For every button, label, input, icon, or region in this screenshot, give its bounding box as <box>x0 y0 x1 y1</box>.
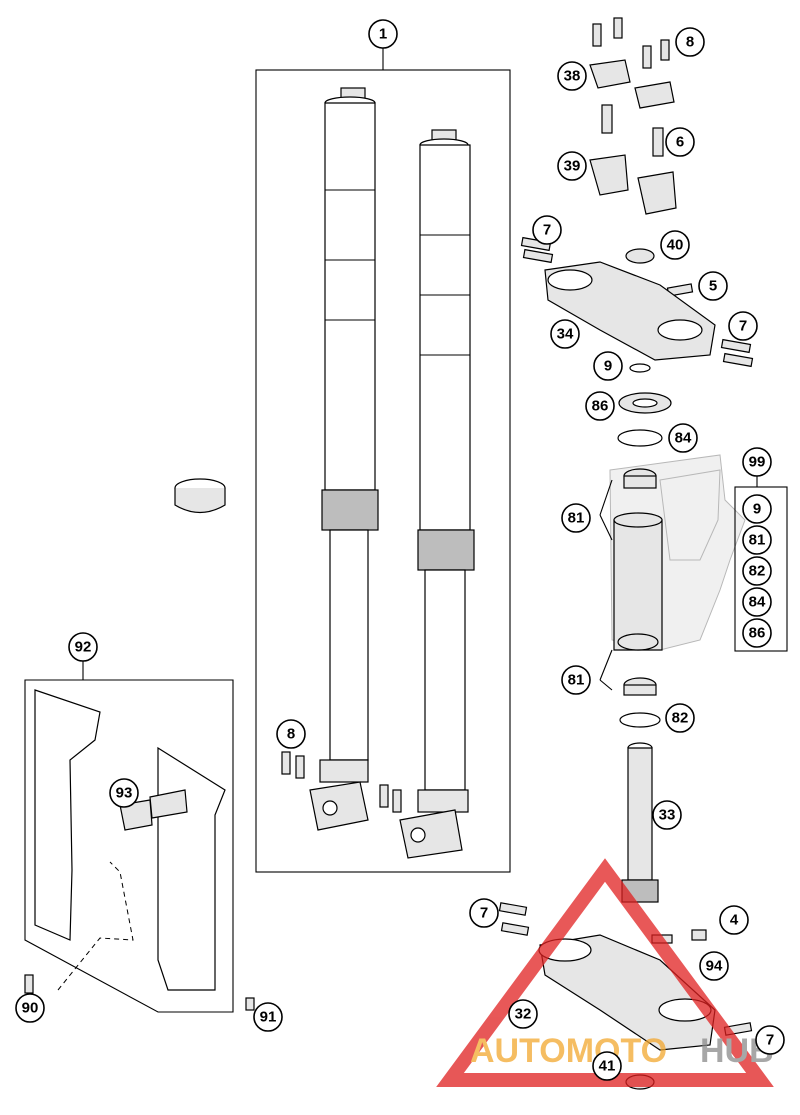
frame-steering-head <box>609 454 746 651</box>
fork-ring <box>174 478 226 514</box>
callout-92: 92 <box>68 632 98 662</box>
callout-label: 86 <box>592 398 609 415</box>
callout-33: 33 <box>652 800 682 830</box>
steering-stem <box>621 742 659 903</box>
callout-41: 41 <box>592 1051 622 1081</box>
fork-guards <box>24 660 255 1013</box>
kit-item-label: 81 <box>749 532 766 549</box>
callout-1: 1 <box>368 19 398 49</box>
kit-box <box>734 486 788 652</box>
callout-99: 99 <box>742 447 772 477</box>
kit-item-84: 84 <box>742 587 772 617</box>
callout-label: 39 <box>564 158 581 175</box>
callout-label: 34 <box>557 326 574 343</box>
kit-item-9: 9 <box>742 494 772 524</box>
fork-bolts-left <box>281 751 402 813</box>
callout-81-b: 81 <box>561 665 591 695</box>
callout-label: 40 <box>667 237 684 254</box>
callout-label: 8 <box>287 726 295 743</box>
kit-item-label: 84 <box>749 594 766 611</box>
callout-label: 92 <box>75 639 92 656</box>
callout-label: 8 <box>686 34 694 51</box>
callout-39: 39 <box>557 151 587 181</box>
callout-label: 41 <box>599 1058 616 1075</box>
callout-label: 7 <box>766 1032 774 1049</box>
callout-label: 9 <box>604 358 612 375</box>
watermark-text-part1: AUTOMOTO <box>470 1032 667 1070</box>
callout-7-a: 7 <box>532 215 562 245</box>
callout-label: 7 <box>480 905 488 922</box>
leader-lines <box>599 479 613 691</box>
callout-81-a: 81 <box>561 503 591 533</box>
callout-label: 81 <box>568 672 585 689</box>
callout-label: 4 <box>730 912 739 929</box>
callout-label: 84 <box>675 430 692 447</box>
callout-7-d: 7 <box>755 1025 785 1055</box>
callout-7-c: 7 <box>469 898 499 928</box>
callout-94: 94 <box>699 951 729 981</box>
callout-label: 82 <box>672 710 689 727</box>
callout-label: 94 <box>706 958 723 975</box>
callout-84: 84 <box>668 423 698 453</box>
callout-40: 40 <box>660 230 690 260</box>
kit-list: 9 81 82 84 86 <box>742 494 772 648</box>
callout-8-top: 8 <box>675 27 705 57</box>
handlebar-clamps <box>589 17 677 215</box>
callout-label: 6 <box>676 134 684 151</box>
steering-bearings <box>617 363 672 728</box>
callout-9: 9 <box>593 351 623 381</box>
callout-label: 38 <box>564 68 581 85</box>
callout-82: 82 <box>665 703 695 733</box>
callout-label: 91 <box>260 1009 277 1026</box>
callout-4: 4 <box>719 905 749 935</box>
callout-6: 6 <box>665 127 695 157</box>
callout-34: 34 <box>550 319 580 349</box>
callout-label: 90 <box>22 1000 39 1017</box>
fork-leg-right <box>399 129 475 859</box>
callout-93: 93 <box>109 778 139 808</box>
callout-90: 90 <box>15 993 45 1023</box>
callout-label: 93 <box>116 785 133 802</box>
callout-label: 99 <box>749 454 766 471</box>
callout-label: 7 <box>543 222 551 239</box>
kit-item-82: 82 <box>742 556 772 586</box>
callout-label: 1 <box>379 26 387 43</box>
callout-91: 91 <box>253 1002 283 1032</box>
callout-86: 86 <box>585 391 615 421</box>
callout-5: 5 <box>698 271 728 301</box>
callout-label: 5 <box>709 278 717 295</box>
callout-label: 81 <box>568 510 585 527</box>
fork-leg-left <box>309 87 379 831</box>
callout-label: 32 <box>515 1006 532 1023</box>
kit-item-label: 9 <box>753 501 761 518</box>
upper-triple-clamp <box>520 236 754 368</box>
kit-item-81: 81 <box>742 525 772 555</box>
fork-assembly-box <box>255 69 511 873</box>
kit-item-label: 82 <box>749 563 766 580</box>
kit-item-label: 86 <box>749 625 766 642</box>
callout-label: 33 <box>659 807 676 824</box>
callout-32: 32 <box>508 999 538 1029</box>
callout-8-left: 8 <box>276 719 306 749</box>
callout-label: 7 <box>739 318 747 335</box>
callout-7-b: 7 <box>728 311 758 341</box>
callout-38: 38 <box>557 61 587 91</box>
kit-item-86: 86 <box>742 618 772 648</box>
